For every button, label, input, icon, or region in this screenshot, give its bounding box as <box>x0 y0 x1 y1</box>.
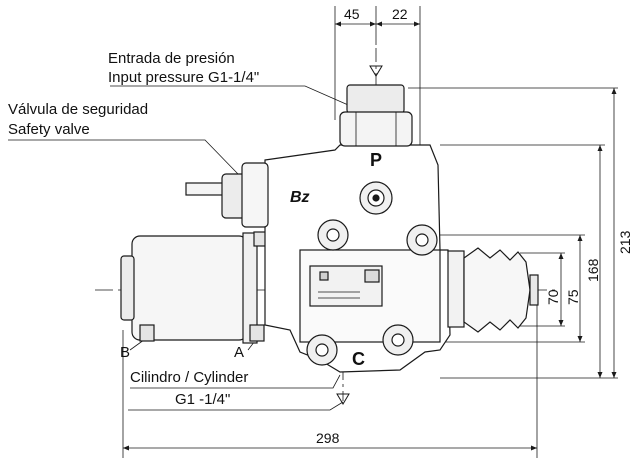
dim-213-label: 213 <box>617 230 632 254</box>
bolt-upper-left <box>317 219 349 251</box>
brand-logo: Bz <box>290 189 310 206</box>
thread-label: G1 -1/4" <box>175 391 231 408</box>
inlet-leader <box>110 85 356 109</box>
inlet-label-en: Input pressure G1-1/4" <box>108 69 260 86</box>
port-p-letter: P <box>370 150 383 170</box>
outlet-flow-arrow <box>336 393 350 405</box>
cylinder-label: Cilindro / Cylinder <box>130 369 249 386</box>
inlet-label-es: Entrada de presión <box>108 50 235 67</box>
dim-168-label: 168 <box>585 258 601 282</box>
thread-leader <box>128 401 344 411</box>
valve-body <box>264 144 451 373</box>
cylinder <box>120 231 267 344</box>
safety-valve <box>185 162 269 228</box>
port-c-letter: C <box>352 349 365 369</box>
inlet-fitting <box>339 84 413 147</box>
valve-label-es: Válvula de seguridad <box>8 101 149 118</box>
valve-leader <box>8 139 239 175</box>
bellows <box>447 247 539 333</box>
bolt-lower-right <box>382 324 414 356</box>
port-p-bore <box>359 181 393 215</box>
cylinder-leader <box>130 374 341 389</box>
dim-70-label: 70 <box>545 289 561 305</box>
dim-298-label: 298 <box>316 430 340 446</box>
dim-75-label: 75 <box>565 289 581 305</box>
valve-label-en: Safety valve <box>8 121 90 138</box>
port-a-label: A <box>234 344 245 361</box>
inlet-flow-arrow <box>369 65 383 77</box>
dim-22-label: 22 <box>392 6 408 22</box>
port-b-label: B <box>120 344 131 361</box>
port-c-bore <box>306 334 338 366</box>
bolt-upper-right <box>406 224 438 256</box>
dim-45-label: 45 <box>344 6 360 22</box>
